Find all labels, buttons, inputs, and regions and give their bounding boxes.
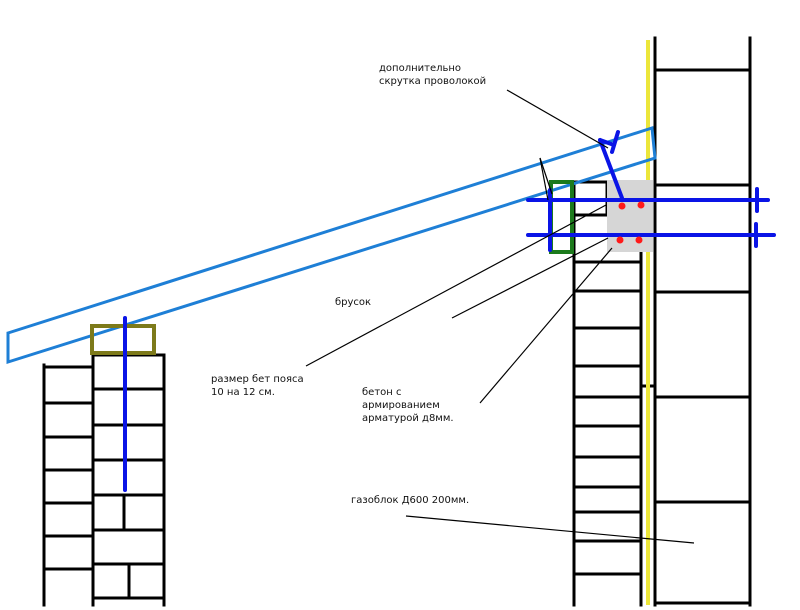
label-gas-block-line-1: газоблок Д600 200мм.: [351, 495, 470, 506]
leader-batten: [451, 237, 609, 319]
right-wall-outer-courses: [572, 260, 643, 576]
label-wire-twist-line-1: дополнительно: [379, 63, 462, 74]
label-belt-size: размер бет пояса 10 на 12 см.: [211, 373, 304, 399]
label-concrete: бетон с армированием арматурой д8мм.: [362, 386, 454, 425]
label-batten-line-1: брусок: [335, 297, 372, 308]
label-concrete-line-1: бетон с: [362, 387, 402, 398]
left-wall-outer-courses: [42, 401, 95, 571]
leader-wire-twist: [506, 89, 609, 149]
label-gas-block: газоблок Д600 200мм.: [351, 494, 469, 507]
rebar-points: [616, 201, 645, 244]
label-concrete-line-3: арматурой д8мм.: [362, 413, 454, 424]
concrete-belt: [607, 180, 653, 252]
right-wall-block-courses: [653, 68, 752, 605]
label-belt-size-line-1: размер бет пояса: [211, 374, 304, 385]
left-brick-wall: [42, 353, 166, 607]
label-wire-twist-line-2: скрутка проволокой: [379, 76, 487, 87]
label-belt-size-line-2: 10 на 12 см.: [211, 387, 275, 398]
wire-twist-line: [598, 138, 624, 200]
leader-gas-block: [405, 515, 695, 544]
left-wall-inner-courses: [91, 387, 166, 600]
leader-lines: [305, 89, 695, 544]
label-concrete-line-2: армированием: [362, 400, 440, 411]
batten-block: [549, 180, 574, 254]
leader-belt-size: [305, 204, 607, 367]
rafter: [6, 126, 657, 365]
right-gas-block-wall: [572, 36, 752, 607]
label-batten: брусок: [335, 296, 371, 309]
label-wire-twist: дополнительно скрутка проволокой: [379, 62, 486, 88]
leader-concrete: [479, 247, 613, 404]
rebar-group: [123, 130, 776, 492]
